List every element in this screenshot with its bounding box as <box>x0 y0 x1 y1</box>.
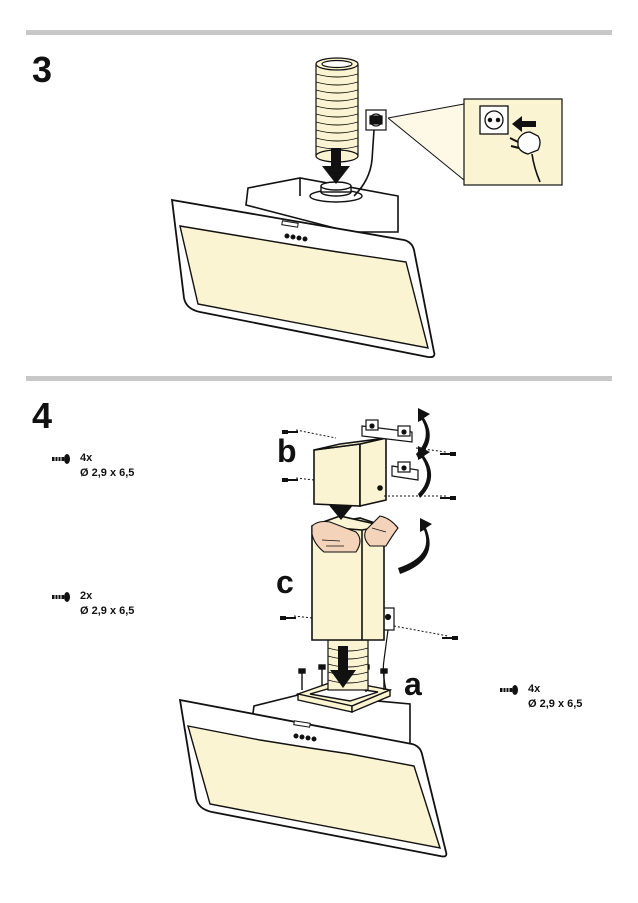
hood-panel <box>170 198 436 359</box>
screw-qty: 4x <box>528 683 541 695</box>
screw-guide-lines <box>293 429 449 637</box>
screw-icon <box>52 452 74 470</box>
screw-icon <box>52 590 74 608</box>
screw-qty: 4x <box>80 452 93 464</box>
screw-note-a: 4x Ø 2,9 x 6,5 <box>528 682 582 712</box>
chimney-upper-b <box>313 436 387 508</box>
screw-icon <box>500 683 522 701</box>
screw-note-c: 2x Ø 2,9 x 6,5 <box>80 589 134 619</box>
protective-film <box>311 515 399 553</box>
screw-size: Ø 2,9 x 6,5 <box>80 605 135 617</box>
hood-panel <box>178 698 448 858</box>
rotate-arrow-icon <box>398 408 432 574</box>
section-divider-top <box>26 30 612 35</box>
screw-qty: 2x <box>80 590 93 602</box>
plug-icon <box>509 131 541 183</box>
wall-bracket <box>361 419 419 481</box>
callout-c: c <box>276 564 294 600</box>
arrow-down-icon <box>330 646 356 688</box>
motor-housing <box>245 177 399 233</box>
arrow-left-icon <box>512 116 536 132</box>
screw-note-b: 4x Ø 2,9 x 6,5 <box>80 451 134 481</box>
socket-icon <box>479 105 509 135</box>
plug-detail-inset <box>463 98 563 186</box>
power-cable <box>353 129 375 197</box>
section-divider-middle <box>26 376 612 381</box>
screw-size: Ø 2,9 x 6,5 <box>528 698 583 710</box>
screw-icon <box>280 430 458 640</box>
step3-illustration <box>170 57 563 359</box>
socket-icon <box>365 109 387 131</box>
duct-flange <box>309 181 363 203</box>
flexible-duct <box>315 57 359 163</box>
step-number-3: 3 <box>32 49 53 90</box>
arrow-down-icon <box>322 148 350 184</box>
callout-b: b <box>277 433 297 469</box>
step-number-4: 4 <box>32 395 53 436</box>
wall-bracket <box>381 607 395 691</box>
callout-a: a <box>404 666 422 702</box>
screw-size: Ø 2,9 x 6,5 <box>80 467 135 479</box>
